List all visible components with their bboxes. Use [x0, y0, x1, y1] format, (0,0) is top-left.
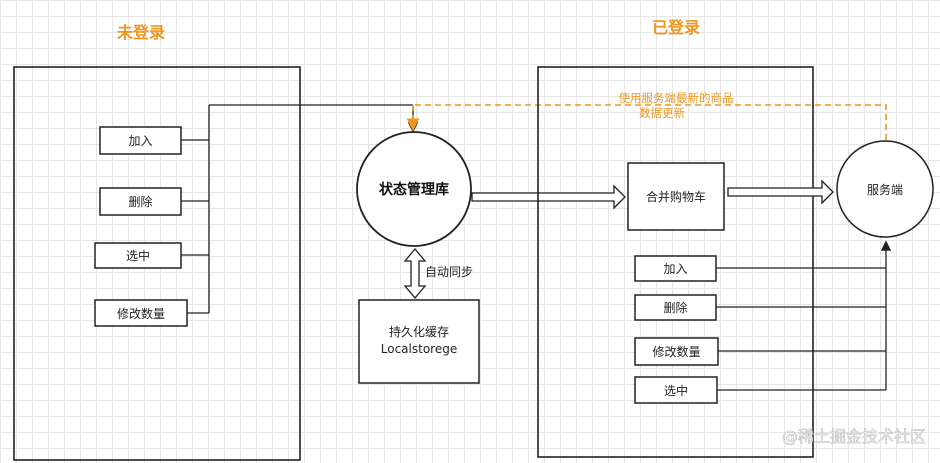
left-action-delete: 删除 [99, 187, 182, 216]
right-action-modify-qty: 修改数量 [634, 337, 719, 366]
logged-in-title: 已登录 [652, 18, 700, 37]
logged-in-panel [537, 66, 814, 458]
watermark: @稀土掘金技术社区 [782, 427, 926, 446]
state-store-node: 状态管理库 [356, 131, 472, 247]
merge-cart-label: 合并购物车 [646, 189, 706, 204]
right-action-delete-label: 删除 [663, 300, 687, 315]
left-action-add-label: 加入 [128, 134, 152, 148]
right-connectors [716, 240, 892, 391]
update-dashed-line [413, 104, 887, 140]
update-note-line1: 使用服务端最新的商品 [619, 91, 734, 105]
left-connectors [181, 104, 419, 314]
update-note-line2: 数据更新 [639, 106, 685, 120]
right-action-modify-qty-label: 修改数量 [652, 344, 700, 359]
persistence-label-line2: Localstorege [381, 342, 457, 356]
right-action-add-label: 加入 [663, 262, 687, 276]
left-action-select: 选中 [94, 242, 182, 269]
right-action-delete: 删除 [634, 294, 717, 321]
persistence-label-line1: 持久化缓存 [389, 324, 449, 339]
left-action-modify-qty-label: 修改数量 [117, 306, 165, 321]
server-node: 服务端 [836, 140, 934, 238]
merge-to-server-arrow [727, 179, 834, 205]
right-action-select-label: 选中 [664, 383, 688, 398]
logged-out-title: 未登录 [116, 23, 165, 42]
server-label: 服务端 [867, 182, 903, 197]
persistence-node: 持久化缓存 Localstorege [358, 299, 480, 384]
left-action-select-label: 选中 [126, 248, 150, 263]
left-action-delete-label: 删除 [128, 194, 152, 209]
sync-label: 自动同步 [425, 265, 473, 279]
state-store-label: 状态管理库 [379, 181, 449, 198]
right-action-add: 加入 [634, 255, 717, 282]
merge-cart-node: 合并购物车 [627, 162, 725, 231]
left-action-modify-qty: 修改数量 [94, 299, 188, 327]
right-action-select: 选中 [634, 376, 718, 404]
left-action-add: 加入 [99, 126, 182, 155]
sync-double-arrow [403, 247, 427, 300]
logged-out-panel [13, 66, 301, 461]
store-to-merge-arrow [471, 184, 626, 210]
